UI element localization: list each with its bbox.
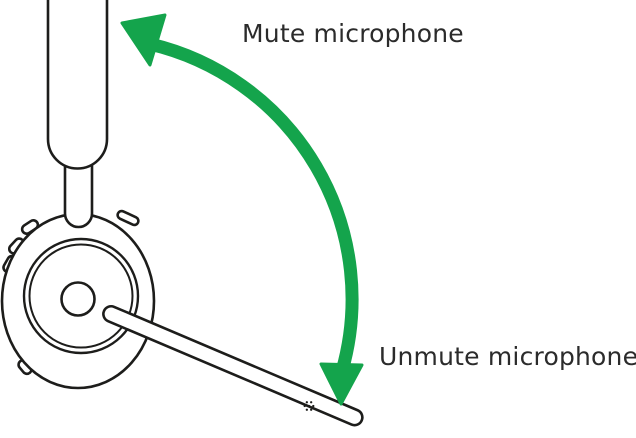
curved-double-arrow-icon: [120, 13, 364, 406]
arrow-arc: [148, 37, 359, 373]
headband-slider: [63, 164, 94, 229]
boom-arm: [102, 304, 364, 427]
ear-cushion-ring-inner: [28, 243, 134, 349]
earcup-button-icon: [116, 209, 140, 227]
ear-cushion-ring-outer: [22, 237, 140, 355]
microphone-holes-icon: [303, 401, 315, 411]
arrow-head-mute: [120, 13, 167, 67]
headset-illustration: [0, 0, 364, 427]
headband: [46, 0, 109, 170]
boom-hinge: [60, 281, 96, 317]
mute-microphone-label: Mute microphone: [242, 19, 464, 48]
unmute-microphone-label: Unmute microphone: [379, 342, 636, 371]
arrow-head-unmute: [319, 362, 364, 406]
